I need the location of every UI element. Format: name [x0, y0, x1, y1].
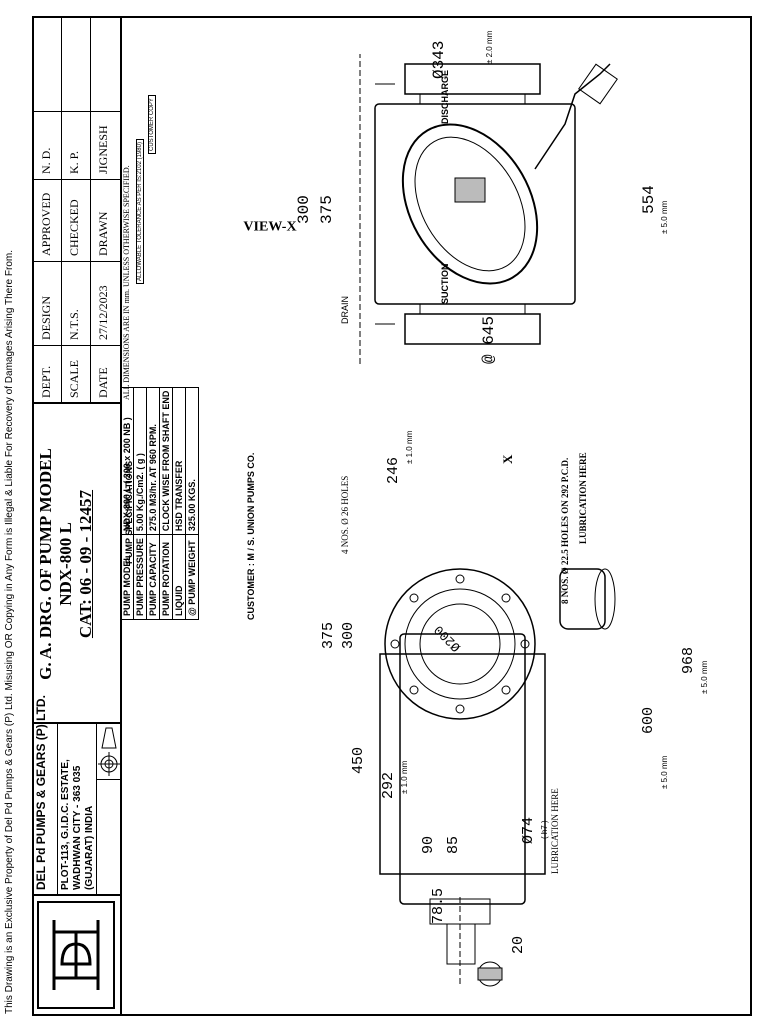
dim-292: 292: [380, 771, 397, 799]
lubrication-note-1: LUBRICATION HERE: [578, 452, 588, 544]
dim-20: 20: [510, 935, 527, 954]
holes-4-note: 4 NOS. Ø 26 HOLES: [340, 475, 350, 554]
projection-symbol: [98, 727, 120, 776]
view-x: [359, 54, 618, 364]
x-marker: X: [500, 454, 515, 464]
main-view: [379, 568, 616, 984]
shaft-key-detail: [477, 961, 503, 987]
tol-600: ± 5.0 mm: [660, 755, 669, 789]
tol-343: ± 2.0 mm: [485, 30, 494, 64]
dim-300-main: 300: [340, 621, 357, 649]
tol-246: ± 1.0 mm: [405, 430, 414, 464]
dim-343: Ø343: [430, 40, 448, 79]
dim-74: Ø74: [520, 816, 537, 844]
tol-74: ( h7 ): [540, 820, 549, 839]
dim-645: @ 645: [480, 315, 498, 364]
view-x-label: VIEW-X: [243, 219, 297, 235]
drain-label: DRAIN: [340, 295, 350, 324]
suction-label: SUCTION: [440, 263, 450, 305]
holes-8-note: 8 NOS. Ø 22.5 HOLES ON 292 P.C.D.: [560, 457, 570, 604]
dim-375-x: 375: [318, 195, 336, 224]
dim-450: 450: [350, 746, 367, 774]
tol-554: ± 5.0 mm: [660, 200, 669, 234]
tol-292: ± 1.0 mm: [400, 760, 409, 794]
dim-375-main: 375: [320, 621, 337, 649]
dim-554: 554: [640, 185, 658, 214]
dim-78-5: 78.5: [430, 887, 447, 924]
company-logo: [37, 901, 115, 1009]
dim-300-x: 300: [295, 195, 313, 224]
dim-85: 85: [445, 835, 462, 854]
tol-968: ± 5.0 mm: [700, 660, 709, 694]
dim-600: 600: [640, 706, 657, 734]
dim-968: 968: [680, 646, 697, 674]
dim-90: 90: [420, 835, 437, 854]
lubrication-note-2: LUBRICATION HERE: [550, 788, 560, 874]
dim-246: 246: [385, 456, 402, 484]
